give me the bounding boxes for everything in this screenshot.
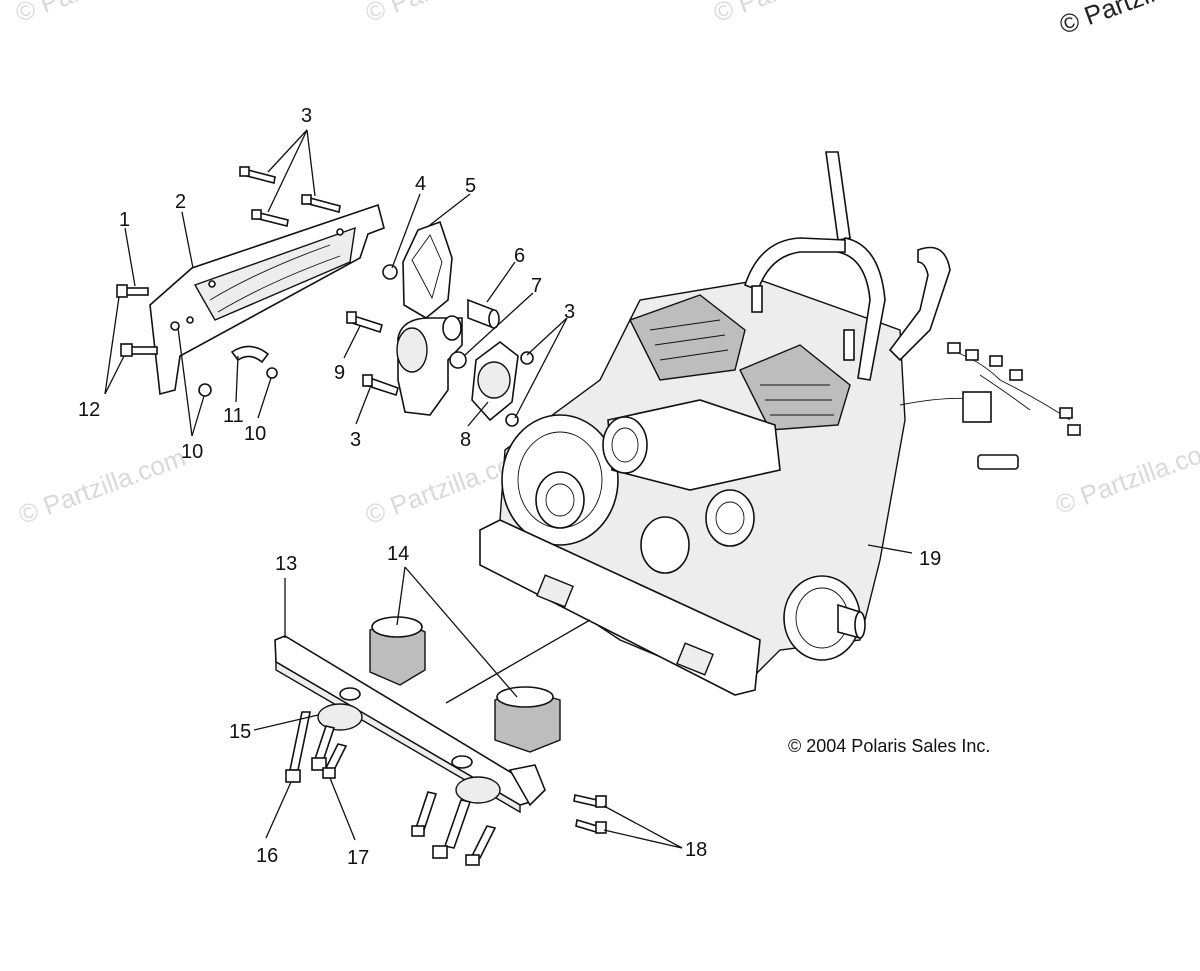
bolt-group-left: [116, 284, 158, 357]
nut: [266, 367, 278, 379]
engine-mount-body: [346, 311, 463, 416]
callout-7: 7: [531, 275, 542, 297]
callout-8: 8: [460, 429, 471, 451]
callout-1: 1: [119, 209, 130, 231]
callout-11: 11: [223, 405, 244, 427]
engine-assembly: [479, 151, 1081, 696]
bolt-group-top: [239, 166, 341, 227]
callout-3: 3: [350, 429, 361, 451]
callout-5: 5: [465, 175, 476, 197]
callout-18: 18: [685, 839, 707, 861]
callout-10: 10: [181, 441, 203, 463]
rail-bolts: [285, 711, 607, 866]
callout-19: 19: [919, 548, 941, 570]
callout-6: 6: [514, 245, 525, 267]
leader-lines: [104, 129, 913, 849]
lower-mount-rail: [274, 635, 546, 814]
clamp: [230, 345, 270, 364]
mount-bracket-upper: [382, 220, 453, 319]
callout-13: 13: [275, 553, 297, 575]
callout-4: 4: [415, 173, 426, 195]
nut: [198, 383, 212, 397]
callout-14: 14: [387, 543, 409, 565]
copyright-notice: © 2004 Polaris Sales Inc.: [788, 736, 991, 756]
callout-16: 16: [256, 845, 278, 867]
callout-2: 2: [175, 191, 186, 213]
callout-17: 17: [347, 847, 369, 869]
callout-3: 3: [564, 301, 575, 323]
callout-9: 9: [334, 362, 345, 384]
callout-12: 12: [78, 399, 100, 421]
engine-mount-bracket: [149, 203, 385, 396]
rubber-isolators: [369, 616, 561, 753]
callout-10: 10: [244, 423, 266, 445]
callout-3: 3: [301, 105, 312, 127]
callout-15: 15: [229, 721, 251, 743]
